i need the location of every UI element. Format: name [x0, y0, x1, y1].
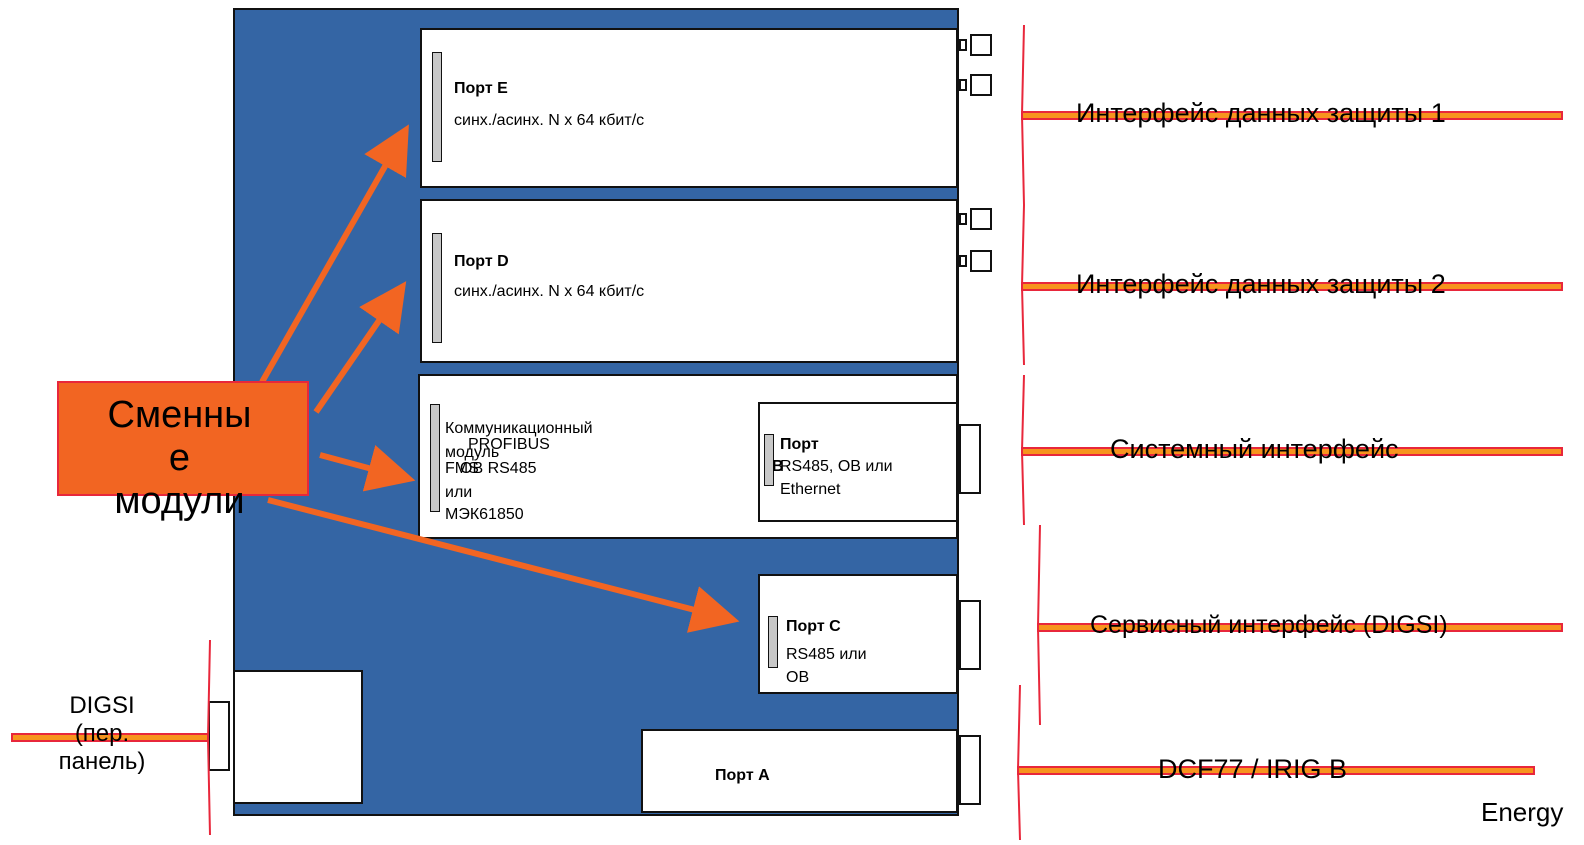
arrow-to-port-c [267, 497, 740, 633]
port-d-title: Порт D [454, 253, 509, 270]
arrow-to-port-d [313, 281, 407, 414]
port-d-slot [432, 233, 442, 343]
interface-line-2 [1020, 204, 1563, 366]
replaceable-modules-text: Сменны е модули [57, 394, 302, 523]
comm-line6: или [445, 484, 473, 501]
callout-line2: е [168, 437, 191, 479]
port-d-desc: синх./асинх. N x 64 кбит/с [454, 283, 645, 300]
interface-line-4 [1036, 524, 1563, 726]
arrow-to-port-e [259, 124, 409, 384]
interface-label-5: DCF77 / IRIG B [1158, 754, 1348, 784]
connector-b [959, 424, 981, 494]
connector-e2 [970, 74, 992, 96]
comm-line1: Коммуникационный [445, 420, 593, 437]
connector-d2 [970, 250, 992, 272]
replaceable-modules-callout [57, 381, 309, 496]
interface-line-5 [1016, 684, 1535, 841]
connector-a [959, 735, 981, 805]
interface-label-2: Интерфейс данных защиты 2 [1076, 269, 1446, 299]
comm-line5: ОВ RS485 [460, 460, 537, 477]
front-digsi-line2: (пер. [74, 720, 130, 747]
connector-d2-small [959, 255, 967, 267]
interface-label-3: Системный интерфейс [1110, 434, 1399, 464]
port-a-module: Порт А [641, 729, 958, 813]
port-c-title: Порт C [786, 618, 841, 635]
comm-line3: PROFIBUS [468, 436, 550, 453]
comm-slot [430, 404, 440, 512]
interface-line-3 [1020, 374, 1563, 526]
front-digsi-line1: DIGSI [69, 692, 135, 719]
front-digsi-label: DIGSI (пер. панель) [36, 692, 168, 776]
arrow-to-comm [319, 445, 416, 492]
port-d-module: Порт D синх./асинх. N x 64 кбит/с [420, 199, 958, 363]
comm-module: Коммуникационный модуль PROFIBUS FMS ОВ … [418, 374, 958, 539]
connector-d1-small [959, 213, 967, 225]
port-e-desc: синх./асинх. N x 64 кбит/с [454, 112, 645, 129]
connector-e2-small [959, 79, 967, 91]
comm-line2: модуль [445, 444, 500, 461]
port-b-title: Порт [780, 436, 819, 453]
comm-line7: МЭК61850 [445, 506, 524, 523]
connector-c [959, 600, 981, 670]
connector-e1 [970, 34, 992, 56]
front-panel-block [233, 670, 363, 804]
comm-line4: FMS [445, 460, 479, 477]
port-b-desc2: Ethernet [780, 481, 841, 498]
port-c-slot [768, 616, 778, 668]
footer-brand: Energy [1481, 797, 1564, 827]
port-e-title: Порт E [454, 80, 508, 97]
front-digsi-line [11, 639, 211, 836]
front-digsi-line3: панель) [58, 748, 146, 775]
port-e-module: Порт E синх./асинх. N x 64 кбит/с [420, 28, 958, 188]
interface-label-4: Сервисный интерфейс (DIGSI) [1090, 611, 1448, 639]
interface-line-1 [1020, 24, 1563, 206]
port-e-slot [432, 52, 442, 162]
callout-line3: модули [114, 480, 245, 522]
port-c-desc2: OB [786, 669, 810, 686]
port-c-module: Порт C RS485 или OB [758, 574, 958, 694]
interface-label-1: Интерфейс данных защиты 1 [1076, 98, 1446, 128]
port-c-desc1: RS485 или [786, 646, 867, 663]
connector-e1-small [959, 39, 967, 51]
callout-line1: Сменны [107, 394, 252, 436]
port-b-letter: B [772, 458, 784, 475]
port-a-title: Порт А [715, 767, 770, 784]
connector-d1 [970, 208, 992, 230]
port-b-desc1: RS485, OB или [780, 458, 893, 475]
port-b-slot [764, 434, 774, 486]
port-b-module: Порт B RS485, OB или Ethernet [758, 402, 958, 522]
